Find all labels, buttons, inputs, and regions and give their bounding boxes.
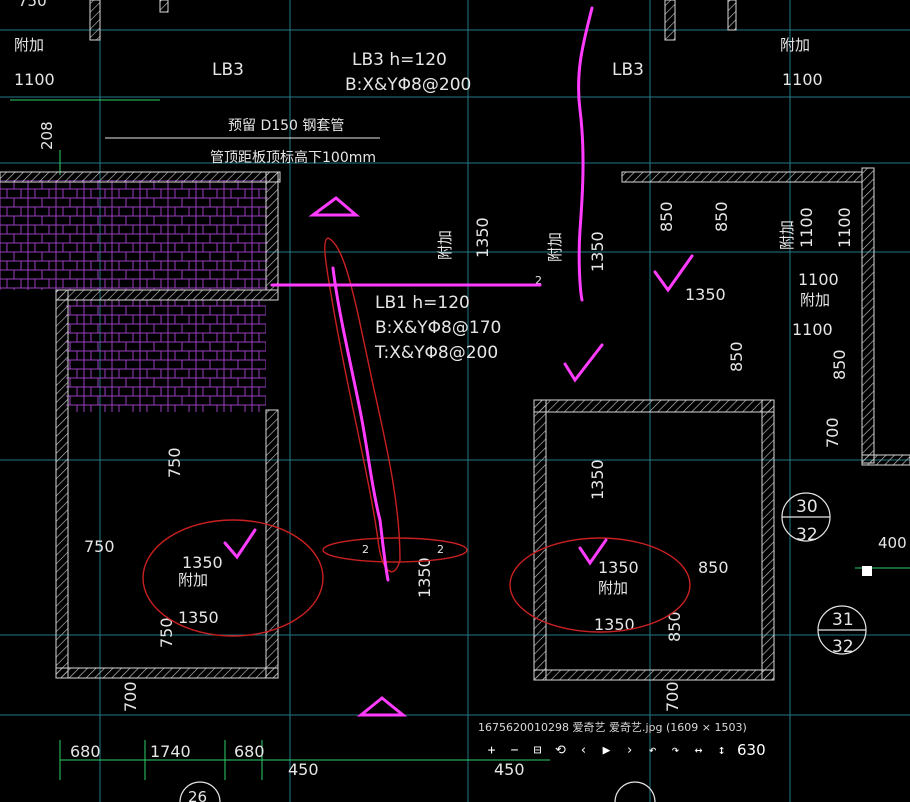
add-rebar-label-tr: 附加 <box>780 36 810 54</box>
dim-450-right: 450 <box>494 760 525 779</box>
dim-1740: 1740 <box>150 742 191 761</box>
lb1-spec-thickness: LB1 h=120 <box>375 293 470 313</box>
next-button[interactable]: › <box>625 742 634 758</box>
rebar-len-850-right: 850 <box>698 558 729 577</box>
rebar-len-1100-tl: 1100 <box>14 70 55 89</box>
walls <box>0 0 910 681</box>
rebar-len-1350-mid-right: 1350 <box>588 459 607 500</box>
fit-height-button[interactable]: ↕ <box>717 742 726 758</box>
sleeve-note-line2: 管顶距板顶标高下100mm <box>210 149 376 166</box>
dim-400: 400 <box>878 534 907 552</box>
detail-markers <box>179 492 867 802</box>
column-marker <box>862 566 872 576</box>
dim-630: 630 <box>737 741 766 759</box>
mark-2-c: 2 <box>437 543 444 556</box>
rebar-len-1100-east-top: 1100 <box>798 270 839 289</box>
rebar-len-850-a: 850 <box>657 201 676 232</box>
previous-button[interactable]: ‹ <box>579 742 588 758</box>
rebar-len-1350-right-b: 1350 <box>594 615 635 634</box>
rebar-len-1350-left-a: 1350 <box>182 553 223 572</box>
rebar-len-1100-v1: 1100 <box>797 207 816 248</box>
fit-width-button[interactable]: ↔ <box>694 742 703 758</box>
dim-450-left: 450 <box>288 760 319 779</box>
add-rebar-label-tl: 附加 <box>14 36 44 54</box>
image-viewer-overlay: 1675620010298 爱奇艺 爱奇艺.jpg (1609 × 1503) … <box>472 716 910 802</box>
detail-number-32: 32 <box>796 525 818 545</box>
lb1-spec-top: T:X&YΦ8@200 <box>374 343 498 363</box>
rebar-len-700-left: 700 <box>121 681 140 712</box>
add-rebar-label-east: 附加 <box>800 291 830 309</box>
red-markup <box>142 237 691 637</box>
add-rebar-label-corridor: 附加 <box>436 230 454 260</box>
rebar-len-1100-tr: 1100 <box>782 70 823 89</box>
mark-2-a: 2 <box>535 274 542 287</box>
dim-lines <box>10 99 910 780</box>
rebar-len-1100-east: 1100 <box>792 320 833 339</box>
rebar-len-850-e: 850 <box>665 611 684 642</box>
actual-size-button[interactable]: ⊟ <box>533 742 542 758</box>
rebar-len-700-right: 700 <box>663 681 682 712</box>
slab-label-lb3-right: LB3 <box>612 60 644 80</box>
dim-208: 208 <box>38 121 56 150</box>
rebar-len-1350-bottom: 1350 <box>415 557 434 598</box>
lb3-spec-rebar: B:X&YΦ8@200 <box>345 75 471 95</box>
detail-number-26: 26 <box>188 788 207 802</box>
viewer-toolbar: + − ⊟ ⟲ ‹ ▶ › ↶ ↷ ↔ ↕ 630 <box>480 740 766 760</box>
magenta-markup <box>223 6 694 717</box>
rotate-cw-button[interactable]: ↷ <box>671 742 680 758</box>
add-rebar-label-right-room: 附加 <box>598 579 628 597</box>
add-rebar-label-center: 附加 <box>546 232 564 262</box>
rebar-len-1100-v2: 1100 <box>835 207 854 248</box>
add-rebar-label-left-room: 附加 <box>178 571 208 589</box>
rebar-len-850-c: 850 <box>727 341 746 372</box>
tile-hatch-mid <box>66 300 266 412</box>
rebar-len-1350-left-b: 1350 <box>178 608 219 627</box>
detail-number-30: 30 <box>796 497 818 517</box>
dim-750-top: 750 <box>18 0 47 10</box>
image-caption: 1675620010298 爱奇艺 爱奇艺.jpg (1609 × 1503) <box>478 721 747 734</box>
rebar-len-850-d: 850 <box>830 349 849 380</box>
sleeve-note-line1: 预留 D150 钢套管 <box>228 118 344 134</box>
detail-number-32b: 32 <box>832 637 854 657</box>
rebar-len-700-east: 700 <box>823 417 842 448</box>
zoom-in-button[interactable]: + <box>487 742 496 758</box>
lb3-spec-thickness: LB3 h=120 <box>352 50 447 70</box>
dim-680-left: 680 <box>70 742 101 761</box>
zoom-out-button[interactable]: − <box>510 742 519 758</box>
rebar-len-750-left: 750 <box>84 537 115 556</box>
detail-number-31: 31 <box>832 610 854 630</box>
mark-2-b: 2 <box>362 543 369 556</box>
rebar-len-1350-corridor: 1350 <box>473 217 492 258</box>
rebar-len-1350-center: 1350 <box>588 231 607 272</box>
rebar-len-850-b: 850 <box>712 201 731 232</box>
rebar-len-750-v2: 750 <box>157 617 176 648</box>
lb1-spec-bottom: B:X&YΦ8@170 <box>375 318 501 338</box>
play-button[interactable]: ▶ <box>602 742 611 758</box>
rebar-len-1350-east: 1350 <box>685 285 726 304</box>
rotate-left-button[interactable]: ⟲ <box>555 742 566 758</box>
add-rebar-label-east-v: 附加 <box>778 220 796 250</box>
rotate-ccw-button[interactable]: ↶ <box>648 742 657 758</box>
dim-680-right: 680 <box>234 742 265 761</box>
rebar-len-750-v: 750 <box>165 447 184 478</box>
tile-hatch-top <box>0 180 268 290</box>
rebar-len-1350-right-a: 1350 <box>598 558 639 577</box>
slab-label-lb3-left: LB3 <box>212 60 244 80</box>
